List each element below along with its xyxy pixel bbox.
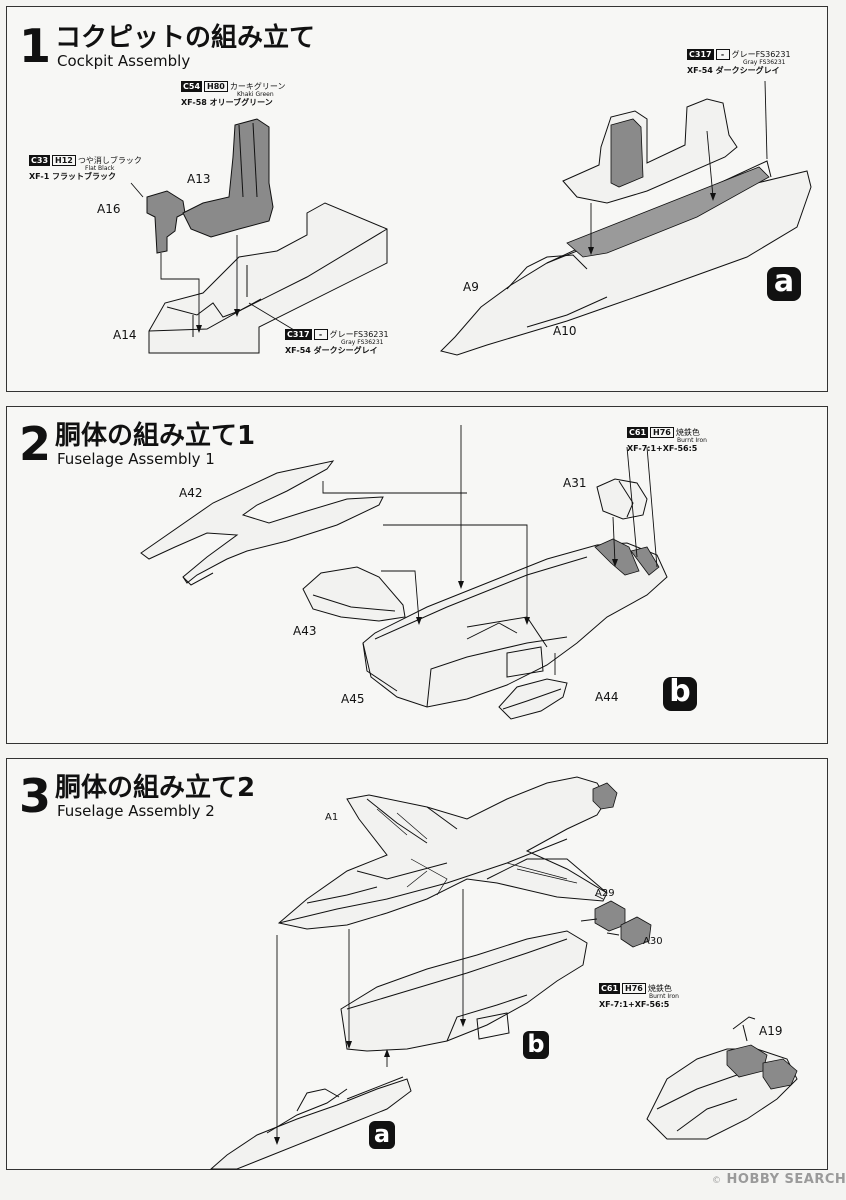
callout-h-code: H12 [52,155,76,166]
callout-jp: 焼鉄色 [675,428,700,437]
part-label-a31: A31 [563,476,587,490]
callout-jp: グレーFS36231 [329,330,389,339]
callout-code: C317 [285,329,312,340]
callout-h-code: H76 [650,427,674,438]
part-a14-shape [148,202,388,354]
fuselage-b-shape [340,930,588,1052]
callout-code: C54 [181,81,203,92]
part-label-a9: A9 [463,280,479,294]
part-label-a45: A45 [341,692,365,706]
cockpit-drawing [130,80,812,356]
part-a44-shape [498,678,568,720]
part-a42-shape [140,460,384,586]
step-1-number: 1 [19,19,51,73]
step-2-title-jp: 胴体の組み立て1 [55,421,256,451]
nose-a-shape [209,1076,412,1170]
step-2-title-en: Fuselage Assembly 1 [57,450,215,468]
fuselage-1-drawing [140,425,668,720]
upper-wing-lines [376,808,578,896]
part-label-a14: A14 [113,328,137,342]
step-3-number: 3 [19,769,51,823]
watermark: © HOBBY SEARCH [712,1172,846,1187]
callout-xf: XF-54 ダークシーグレイ [687,66,780,75]
part-label-a30: A30 [643,936,663,947]
subassembly-tag-a: a [767,267,801,301]
part-label-a42: A42 [179,486,203,500]
fuselage-2-drawing [209,776,798,1170]
fuselage-lower-shape [362,542,668,708]
part-a1-shape [277,776,608,930]
part-a13-shape [182,118,274,238]
step-3-panel: 3 胴体の組み立て2 Fuselage Assembly 2 [6,758,828,1170]
nose-shaded-panel [566,166,770,258]
part-label-a10: A10 [553,324,577,338]
callout-jp: グレーFS36231 [731,50,791,59]
exhaust-shaded [592,782,652,948]
callout-en: Burnt Iron [677,437,707,444]
part-label-a44: A44 [595,690,619,704]
part-label-a13: A13 [187,172,211,186]
part-label-a1: A1 [325,812,339,823]
callout-code: C61 [627,427,649,438]
part-label-a43: A43 [293,624,317,638]
step-1-title-jp: コクピットの組み立て [55,23,316,53]
part-a43-shape [302,566,406,622]
callout-code: C33 [29,155,51,166]
callout-xf: XF-7:1+XF-56:5 [627,444,698,453]
paint-callout-c317-tub: C317-グレーFS36231 Gray FS36231 XF-54 ダークシー… [285,329,389,356]
step-1-panel: 1 コクピットの組み立て Cockpit Assembly [6,6,828,392]
seat-on-nose-dark [610,118,644,188]
intake-shaded [594,538,660,576]
callout-code: C61 [599,983,621,994]
seat-on-nose-shape [562,98,738,204]
part-a16-shape [146,190,186,254]
step-2-panel: 2 胴体の組み立て1 Fuselage Assembly 1 [6,406,828,744]
reference-tag-a: a [369,1121,395,1149]
callout-en: Flat Black [85,165,115,172]
a19-rod [732,1016,756,1042]
step-3-title-en: Fuselage Assembly 2 [57,802,215,820]
callout-en: Khaki Green [237,91,274,98]
paint-callout-c317-seat: C317-グレーFS36231 Gray FS36231 XF-54 ダークシー… [687,49,791,76]
part-label-a29: A29 [595,888,615,899]
watermark-copyright: © [712,1176,722,1186]
step-3-title-jp: 胴体の組み立て2 [55,773,256,803]
callout-h-code: H80 [204,81,228,92]
part-label-a16: A16 [97,202,121,216]
step-2-number: 2 [19,417,51,471]
callout-jp: つや消しブラック [77,156,142,165]
callout-en: Gray FS36231 [341,339,384,346]
callout-jp: カーキグリーン [229,82,286,91]
a19-exhaust-shaded [726,1044,798,1090]
nose-section-shape [440,160,812,356]
callout-xf: XF-58 オリーブグリーン [181,98,273,107]
part-label-a19: A19 [759,1024,783,1038]
step-1-title-en: Cockpit Assembly [57,52,191,70]
callout-xf: XF-54 ダークシーグレイ [285,346,378,355]
callout-xf: XF-1 フラットブラック [29,172,117,181]
watermark-brand: HOBBY SEARCH [726,1172,846,1187]
reference-tag-b: b [523,1031,549,1059]
callout-en: Gray FS36231 [743,59,786,66]
callout-h-code: - [715,49,730,60]
callout-h-code: H76 [622,983,646,994]
subassembly-tag-b: b [663,677,697,711]
part-a31-shape [596,478,648,520]
callout-en: Burnt Iron [649,993,679,1000]
callout-xf: XF-7:1+XF-56:5 [599,1000,670,1009]
callout-jp: 焼鉄色 [647,984,672,993]
callout-h-code: - [313,329,328,340]
callout-code: C317 [687,49,714,60]
